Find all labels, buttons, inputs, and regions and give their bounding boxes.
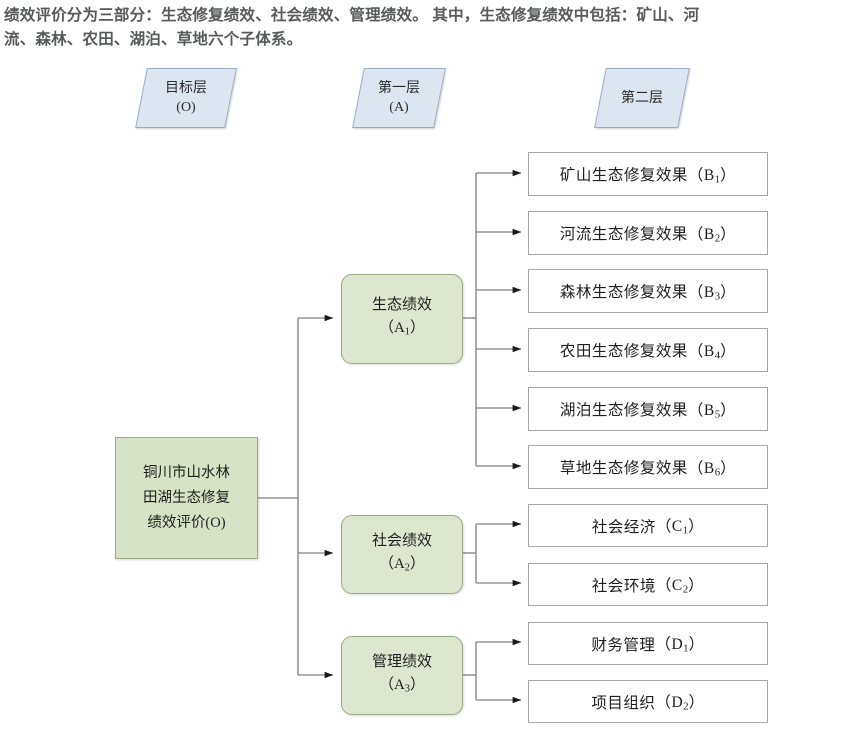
root-node[interactable]: 铜川市山水林 田湖生态修复 绩效评价(O) <box>115 437 258 559</box>
node-b5[interactable]: 湖泊生态修复效果 （B5） <box>528 387 768 431</box>
intro-paragraph: 绩效评价分为三部分：生态修复绩效、社会绩效、管理绩效。 其中，生态修复绩效中包括… <box>4 4 846 52</box>
layer-header-goal: 目标层 (O) <box>135 68 237 128</box>
node-a1-code: （A1） <box>378 320 426 338</box>
node-b2-label: 河流生态修复效果 <box>559 226 688 243</box>
node-a1[interactable]: 生态绩效 （A1） <box>341 274 463 364</box>
node-b3-label: 森林生态修复效果 <box>559 284 688 301</box>
node-b6-code: （B6） <box>687 459 737 479</box>
node-b1-code: （B1） <box>687 166 737 186</box>
layer-header-first-line1: 第一层 <box>378 81 420 96</box>
node-d2[interactable]: 项目组织 （D2） <box>528 680 768 723</box>
node-a2[interactable]: 社会绩效 （A2） <box>341 515 463 594</box>
intro-line-1: 绩效评价分为三部分：生态修复绩效、社会绩效、管理绩效。 其中，生态修复绩效中包括… <box>4 7 700 24</box>
layer-header-first: 第一层 (A) <box>352 68 446 128</box>
intro-line-2: 流、森林、农田、湖泊、草地六个子体系。 <box>4 31 303 48</box>
node-b3[interactable]: 森林生态修复效果 （B3） <box>528 269 768 313</box>
node-b4[interactable]: 农田生态修复效果 （B4） <box>528 328 768 372</box>
node-b6-label: 草地生态修复效果 <box>559 460 688 477</box>
root-node-line2: 田湖生态修复 <box>143 489 230 506</box>
node-d2-code: （D2） <box>655 694 705 713</box>
node-d1-label: 财务管理 <box>591 636 656 654</box>
node-a3-code: （A3） <box>378 676 426 695</box>
layer-header-second-line1: 第二层 <box>621 90 663 106</box>
node-b2[interactable]: 河流生态修复效果 （B2） <box>528 211 768 255</box>
node-c2[interactable]: 社会环境 （C2） <box>528 563 768 606</box>
node-b4-label: 农田生态修复效果 <box>559 343 688 360</box>
layer-header-goal-line1: 目标层 <box>165 81 207 96</box>
node-c1-code: （C1） <box>655 518 705 537</box>
node-b2-code: （B2） <box>687 225 737 245</box>
node-d2-label: 项目组织 <box>591 694 656 712</box>
node-b5-label: 湖泊生态修复效果 <box>559 402 688 419</box>
node-c2-code: （C2） <box>655 577 705 596</box>
node-b3-code: （B3） <box>687 283 737 303</box>
node-c1[interactable]: 社会经济 （C1） <box>528 504 768 547</box>
node-a3[interactable]: 管理绩效 （A3） <box>341 636 463 715</box>
node-a2-code: （A2） <box>378 555 426 574</box>
node-d1[interactable]: 财务管理 （D1） <box>528 622 768 665</box>
node-b5-code: （B5） <box>687 401 737 421</box>
node-a3-label: 管理绩效 <box>371 653 432 670</box>
node-b6[interactable]: 草地生态修复效果 （B6） <box>528 445 768 489</box>
node-a1-label: 生态绩效 <box>371 297 432 314</box>
node-d1-code: （D1） <box>655 636 705 655</box>
node-b4-code: （B4） <box>687 342 737 362</box>
root-node-line3: 绩效评价(O) <box>147 514 226 531</box>
node-b1-label: 矿山生态修复效果 <box>559 167 688 184</box>
root-node-line1: 铜川市山水林 <box>143 464 230 481</box>
node-b1[interactable]: 矿山生态修复效果 （B1） <box>528 152 768 196</box>
node-a2-label: 社会绩效 <box>371 532 432 549</box>
layer-header-second: 第二层 <box>594 68 690 128</box>
layer-header-first-line2: (A) <box>389 100 409 115</box>
layer-header-goal-line2: (O) <box>176 100 196 115</box>
node-c2-label: 社会环境 <box>591 577 656 595</box>
node-c1-label: 社会经济 <box>591 518 656 536</box>
